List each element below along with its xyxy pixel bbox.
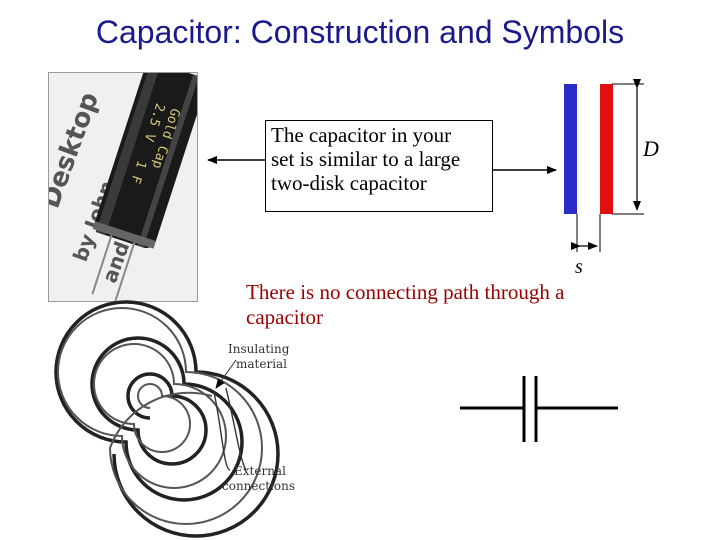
insulating-label-line: material	[228, 357, 289, 372]
external-lead	[226, 388, 246, 470]
plate-right	[600, 84, 613, 214]
spiral-capacitor	[56, 302, 278, 536]
external-label-line: connections	[222, 479, 295, 494]
gap-label: s	[575, 256, 583, 279]
plate-height-label: D	[643, 136, 659, 162]
insulating-label-line: Insulating	[228, 342, 289, 357]
external-label-line: External	[222, 464, 295, 479]
no-path-statement: There is no connecting path through a ca…	[246, 280, 646, 330]
capacitor-symbol	[460, 376, 618, 442]
insulating-label: Insulating material	[228, 342, 289, 372]
plate-left	[564, 84, 577, 214]
external-label: External connections	[222, 464, 295, 494]
